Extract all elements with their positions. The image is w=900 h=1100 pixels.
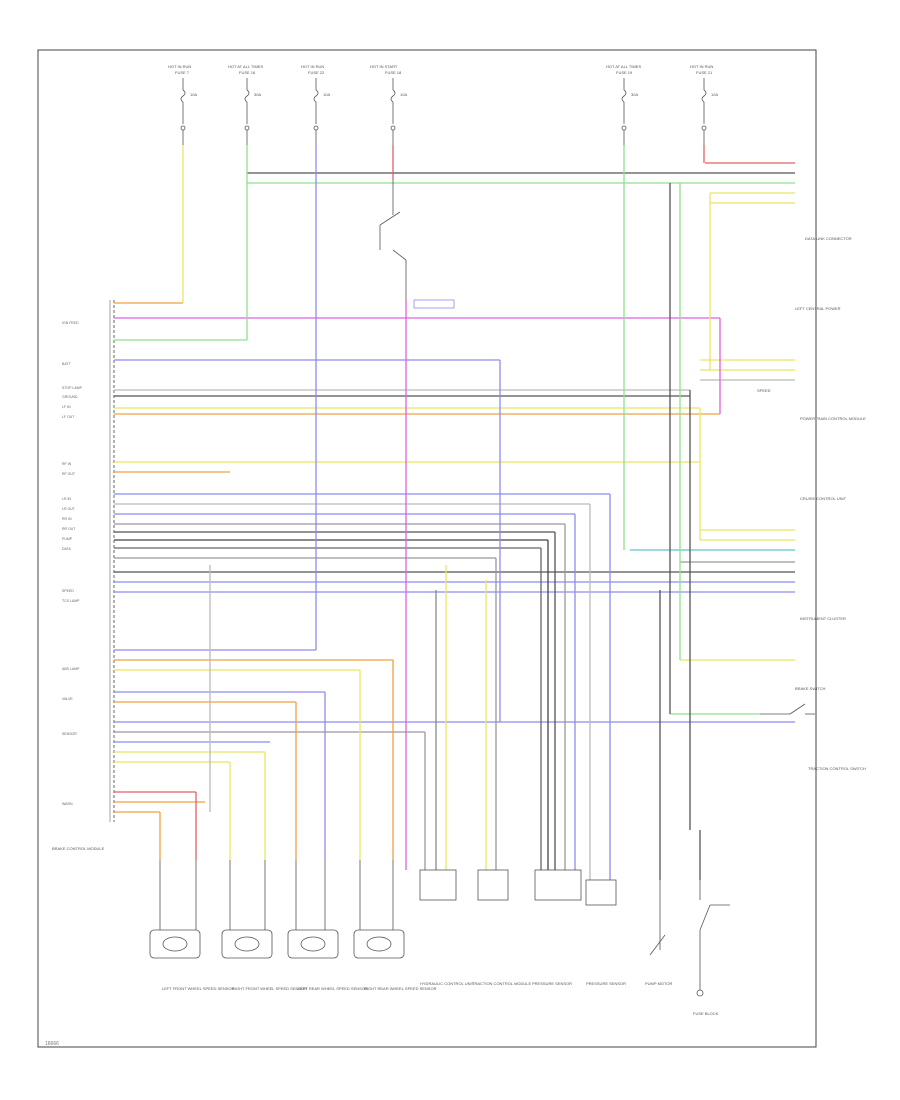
right-label-5: INSTRUMENT CLUSTER — [800, 616, 846, 621]
fuse-labels: HOT IN RUN FUSE 7 10A HOT AT ALL TIMES F… — [168, 64, 718, 97]
pin-label-11: RR OUT — [62, 527, 76, 531]
fuse-6-top: HOT IN RUN — [690, 64, 713, 69]
pin-label-14: SPEED — [62, 589, 74, 593]
pin-label-17: VALVE — [62, 697, 73, 701]
fuse-5-top: HOT AT ALL TIMES — [606, 64, 641, 69]
pin-label-10: RR IN — [62, 517, 72, 521]
bottom-label-4: HYDRAULIC CONTROL UNIT — [420, 981, 475, 986]
connector-ps1 — [534, 869, 582, 901]
fuse-5-id: FUSE 19 — [616, 70, 633, 75]
bottom-label-0: LEFT FRONT WHEEL SPEED SENSOR — [162, 986, 234, 991]
pin-label-3: GROUND — [62, 395, 78, 399]
sensor-lf — [149, 860, 201, 959]
connector-tcm — [477, 869, 509, 901]
fuse-3-top: HOT IN RUN — [301, 64, 324, 69]
fuse-2-id: FUSE 16 — [239, 70, 256, 75]
right-label-0: DATA LINK CONNECTOR — [805, 236, 852, 241]
pin-label-8: LR IN — [62, 497, 71, 501]
fuse-4-amps: 10A — [400, 92, 407, 97]
fuse-1-top: HOT IN RUN — [168, 64, 191, 69]
bottom-label-2: LEFT REAR WHEEL SPEED SENSOR — [298, 986, 368, 991]
fuse-3 — [313, 78, 319, 145]
bottom-label-1: RIGHT FRONT WHEEL SPEED SENSOR — [232, 986, 307, 991]
bottom-label-7: PRESSURE SENSOR — [586, 981, 626, 986]
relay-switch — [379, 180, 455, 309]
sensor-lr — [287, 860, 339, 959]
vertical-wires — [159, 145, 721, 880]
footer-code: 16666 — [45, 1041, 59, 1047]
fuse-6-id: FUSE 21 — [696, 70, 713, 75]
fuse-6 — [701, 78, 707, 145]
fuse-4-id: FUSE 18 — [385, 70, 402, 75]
pin-label-6: RF IN — [62, 462, 72, 466]
pin-label-4: LF IN — [62, 405, 71, 409]
pin-label-12: PUMP — [62, 537, 73, 541]
brake-switch — [760, 703, 815, 715]
right-label-4: CRUISE CONTROL UNIT — [800, 496, 847, 501]
fuse-2 — [244, 78, 250, 145]
fuse-1-amps: 10A — [190, 92, 197, 97]
fuse-1 — [180, 78, 186, 145]
fuse-2-top: HOT AT ALL TIMES — [228, 64, 263, 69]
right-label-6: BRAKE SWITCH — [795, 686, 826, 691]
right-labels: DATA LINK CONNECTOR LEFT CENTRAL POWER S… — [757, 236, 866, 771]
bottom-labels: LEFT FRONT WHEEL SPEED SENSOR RIGHT FRON… — [162, 981, 719, 1016]
pin-label-0: IGN FEED — [62, 321, 79, 325]
connector-ps2 — [585, 879, 617, 906]
right-label-1: LEFT CENTRAL POWER — [795, 306, 841, 311]
pin-label-13: DATA — [62, 547, 71, 551]
bottom-label-3: RIGHT REAR WHEEL SPEED SENSOR — [364, 986, 437, 991]
horizontal-wires — [114, 162, 795, 813]
pin-label-19: WARN — [62, 802, 73, 806]
pin-label-2: STOP LAMP — [62, 386, 83, 390]
right-label-2: SPEED — [757, 388, 771, 393]
bottom-label-9: FUSE BLOCK — [693, 1011, 719, 1016]
module-caption: BRAKE CONTROL MODULE — [52, 846, 105, 851]
fuse-3-id: FUSE 22 — [308, 70, 325, 75]
pin-label-7: RF OUT — [62, 472, 76, 476]
fuse-3-amps: 10A — [323, 92, 330, 97]
fuse-2-amps: 30A — [254, 92, 261, 97]
left-pin-labels: IGN FEED BATT STOP LAMP GROUND LF IN LF … — [62, 321, 83, 806]
fuse-5 — [621, 78, 627, 145]
pin-label-15: TCS LAMP — [62, 599, 80, 603]
pin-label-16: ABS LAMP — [62, 667, 80, 671]
fuse-4-top: HOT IN START — [370, 64, 398, 69]
sensor-rf — [221, 860, 273, 959]
connector-hcu — [419, 869, 457, 901]
pin-label-5: LF OUT — [62, 415, 75, 419]
diagram-border — [37, 49, 817, 1048]
brake-control-module: BRAKE CONTROL MODULE — [52, 300, 115, 851]
fuse-1-id: FUSE 7 — [175, 70, 190, 75]
bottom-label-5: TRACTION CONTROL MODULE — [472, 981, 532, 986]
pin-label-1: BATT — [62, 362, 72, 366]
bottom-label-6: PRESSURE SENSOR — [532, 981, 572, 986]
wheel-speed-sensors — [149, 860, 730, 997]
pin-label-18: SENSOR — [62, 732, 77, 736]
pin-label-9: LR OUT — [62, 507, 76, 511]
bottom-label-8: PUMP MOTOR — [645, 981, 673, 986]
fuse-5-amps: 30A — [631, 92, 638, 97]
right-label-3: POWERTRAIN CONTROL MODULE — [800, 416, 866, 421]
fuse-4 — [390, 78, 396, 145]
fuse-group — [180, 78, 707, 145]
right-label-7: TRACTION CONTROL SWITCH — [808, 766, 866, 771]
sensor-rr — [353, 860, 405, 959]
fuse-6-amps: 10A — [711, 92, 718, 97]
